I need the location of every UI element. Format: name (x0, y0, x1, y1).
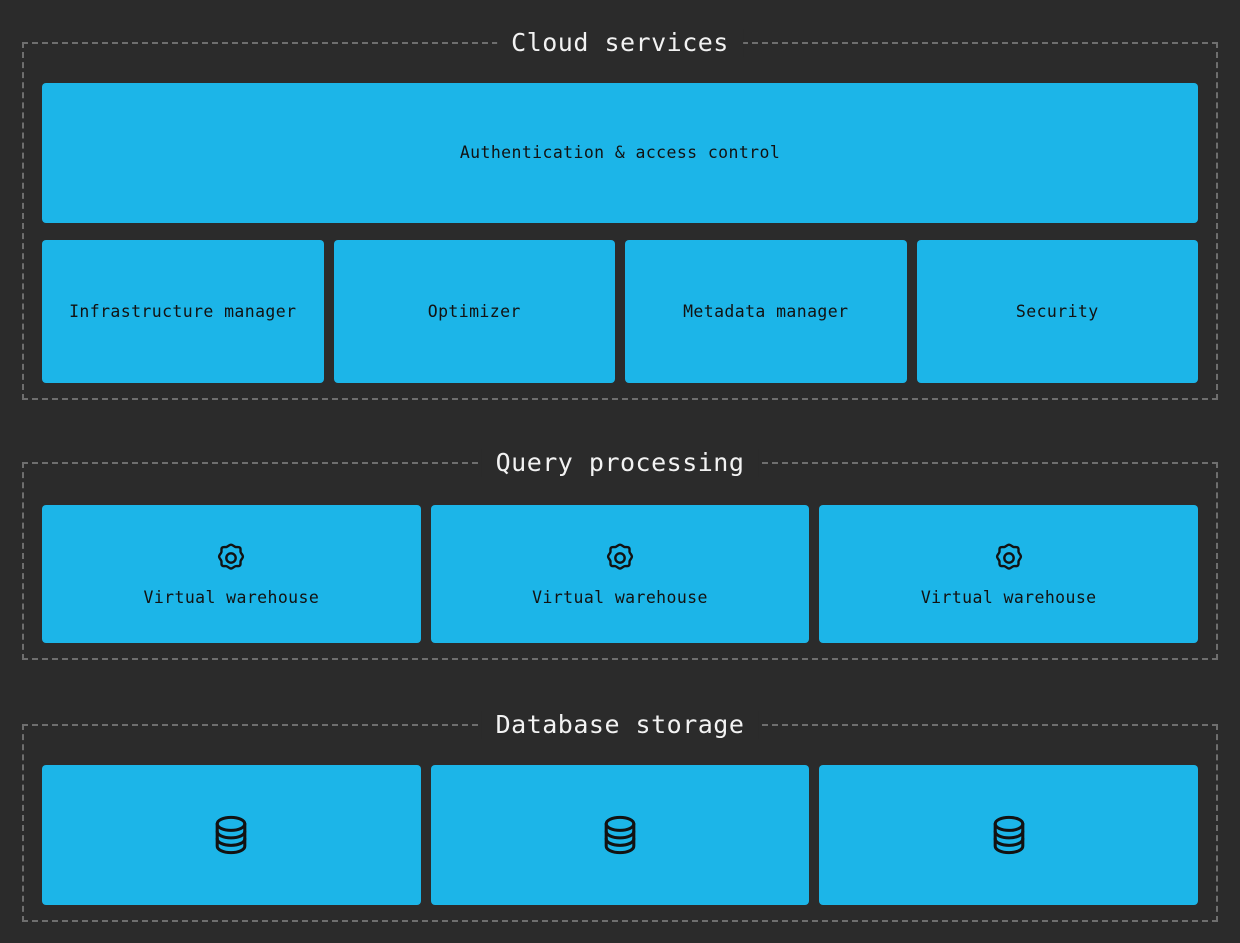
group-database-storage: Database storage (22, 711, 1218, 922)
group-title-cloud-services: Cloud services (497, 29, 743, 57)
database-icon (208, 812, 254, 858)
database-icon (986, 812, 1032, 858)
group-cloud-services: Cloud services Authentication & access c… (22, 29, 1218, 400)
gear-icon (214, 541, 248, 575)
node-database-storage-1[interactable] (42, 765, 421, 905)
node-label: Security (1015, 301, 1099, 321)
node-label: Authentication & access control (459, 143, 781, 162)
node-database-storage-3[interactable] (819, 765, 1199, 905)
group-title-query-processing: Query processing (481, 449, 759, 477)
node-virtual-warehouse-3[interactable]: Virtual warehouse (819, 505, 1199, 643)
node-label: Virtual warehouse (143, 587, 320, 607)
group-inner-query-processing: Virtual warehouse Virtual warehouse (42, 481, 1199, 643)
node-label: Infrastructure manager (69, 301, 297, 321)
row-virtual-warehouses: Virtual warehouse Virtual warehouse (42, 505, 1199, 643)
node-label: Virtual warehouse (532, 587, 708, 607)
gear-icon (603, 541, 637, 575)
node-optimizer[interactable]: Optimizer (333, 240, 615, 383)
node-label: Virtual warehouse (920, 587, 1097, 607)
group-title-database-storage: Database storage (481, 711, 759, 739)
group-inner-database-storage (42, 743, 1199, 905)
row-storage-nodes (42, 765, 1199, 905)
gear-icon (992, 541, 1026, 575)
database-icon (597, 812, 643, 858)
row-cloud-service-nodes: Infrastructure manager Optimizer Metadat… (42, 240, 1198, 383)
node-metadata-manager[interactable]: Metadata manager (625, 240, 907, 383)
node-database-storage-2[interactable] (430, 765, 810, 905)
node-infrastructure-manager[interactable]: Infrastructure manager (42, 240, 324, 383)
group-inner-cloud-services: Authentication & access control Infrastr… (42, 61, 1198, 383)
node-authentication-access-control[interactable]: Authentication & access control (42, 83, 1198, 223)
group-query-processing: Query processing Virtual warehouse (22, 449, 1218, 660)
node-label: Metadata manager (683, 301, 849, 321)
node-security[interactable]: Security (916, 240, 1198, 383)
node-label: Optimizer (427, 301, 521, 321)
node-virtual-warehouse-1[interactable]: Virtual warehouse (42, 505, 421, 643)
node-virtual-warehouse-2[interactable]: Virtual warehouse (430, 505, 810, 643)
